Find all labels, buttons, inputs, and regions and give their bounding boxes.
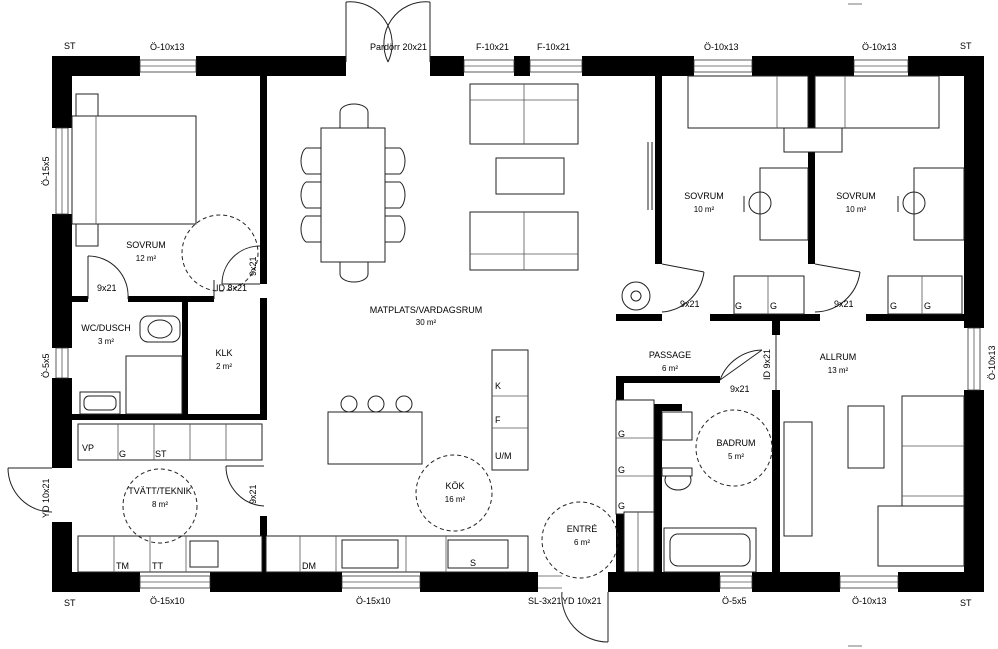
turning-circles xyxy=(122,214,773,579)
room-area: 12 m² xyxy=(136,254,157,263)
window-label: Ö-15x10 xyxy=(356,596,391,606)
room-area: 30 m² xyxy=(416,318,437,327)
wc-fixtures xyxy=(79,315,183,415)
room-name: BADRUM xyxy=(716,438,755,448)
fixture-labels: K F U/M VP G ST TM TT DM S G G G G G G G xyxy=(82,301,931,571)
sofas xyxy=(469,83,579,271)
room-name: ENTRÉ xyxy=(567,524,598,534)
fixture-label: G xyxy=(890,301,897,311)
door-label: 9x21 xyxy=(730,384,750,394)
corner-label: ST xyxy=(960,598,972,608)
window-label: Ö-15x10 xyxy=(150,596,185,606)
window-label: Ö-10x13 xyxy=(150,42,185,52)
fixture-label: TT xyxy=(152,561,163,571)
room-area: 10 m² xyxy=(694,205,715,214)
bedroom-furniture xyxy=(687,75,965,315)
fixture-label: G xyxy=(618,501,625,511)
room-area: 6 m² xyxy=(662,364,678,373)
room-area: 3 m² xyxy=(98,337,114,346)
room-area: 2 m² xyxy=(216,362,232,371)
fixture-label: G xyxy=(119,449,126,459)
room-name: SOVRUM xyxy=(684,191,724,201)
bathroom-fixtures xyxy=(615,399,757,573)
fixture-label: G xyxy=(618,465,625,475)
window-label: Ö-10x13 xyxy=(987,345,997,380)
window-label: F-10x21 xyxy=(537,42,570,52)
door-label: 9x21 xyxy=(97,283,117,293)
fixture-label: F xyxy=(495,415,501,425)
fixture-label: G xyxy=(618,429,625,439)
fixture-label: DM xyxy=(302,561,316,571)
room-name: SOVRUM xyxy=(836,191,876,201)
window-label: Ö-10x13 xyxy=(704,42,739,52)
door-label: 9x21 xyxy=(248,484,258,504)
fixture-label: K xyxy=(495,381,501,391)
door-label: 9x21 xyxy=(248,256,258,276)
fixture-label: G xyxy=(770,301,777,311)
kitchen-fixtures xyxy=(265,349,529,573)
door-label: 9x21 xyxy=(834,299,854,309)
opening-labels: Ö-10x13 Pardörr 20x21 F-10x21 F-10x21 Ö-… xyxy=(41,41,997,608)
fixture-label: U/M xyxy=(495,451,512,461)
windows xyxy=(55,59,981,589)
corner-label: ST xyxy=(64,41,76,51)
fixture-label: G xyxy=(735,301,742,311)
door-label: SL-3x21 xyxy=(528,596,562,606)
window-label: Ö-5x5 xyxy=(41,353,51,378)
room-name: KLK xyxy=(215,348,232,358)
bed-double xyxy=(71,93,197,247)
room-name: TVÄTT/TEKNIK xyxy=(128,486,192,496)
door-label: ID 9x21 xyxy=(762,349,772,380)
room-area: 8 m² xyxy=(152,500,168,509)
exterior-walls xyxy=(52,56,984,592)
fixture-label: TM xyxy=(116,561,129,571)
fixture-label: VP xyxy=(82,443,94,453)
room-area: 16 m² xyxy=(445,495,466,504)
fixture-label: ST xyxy=(155,449,167,459)
window-label: Ö-10x13 xyxy=(852,596,887,606)
room-name: WC/DUSCH xyxy=(81,323,131,333)
dining-table xyxy=(300,103,406,283)
door-label: YD 10x21 xyxy=(562,596,602,606)
doors xyxy=(7,1,861,643)
room-name: ALLRUM xyxy=(820,352,857,362)
room-name: SOVRUM xyxy=(126,240,166,250)
room-labels: SOVRUM 12 m² MATPLATS/VARDAGSRUM 30 m² S… xyxy=(81,191,876,547)
misc-fixtures xyxy=(621,142,653,311)
corner-label: ST xyxy=(64,598,76,608)
room-area: 10 m² xyxy=(846,205,867,214)
window-label: Ö-15x5 xyxy=(41,156,51,186)
door-label: ID 8x21 xyxy=(216,283,247,293)
living-fixtures xyxy=(783,395,965,567)
room-name: PASSAGE xyxy=(649,350,691,360)
fixture-label: S xyxy=(470,558,476,568)
room-name: KÖK xyxy=(445,481,464,491)
window-label: Ö-5x5 xyxy=(722,596,747,606)
door-label: YD 10x21 xyxy=(41,478,51,518)
window-label: F-10x21 xyxy=(476,42,509,52)
window-label: Ö-10x13 xyxy=(862,42,897,52)
room-area: 13 m² xyxy=(828,366,849,375)
room-area: 5 m² xyxy=(728,452,744,461)
fixture-label: G xyxy=(924,301,931,311)
door-label: 9x21 xyxy=(680,299,700,309)
corner-label: ST xyxy=(960,41,972,51)
door-label: Pardörr 20x21 xyxy=(370,42,427,52)
room-name: MATPLATS/VARDAGSRUM xyxy=(370,305,483,315)
laundry-fixtures xyxy=(77,423,263,573)
room-area: 6 m² xyxy=(574,538,590,547)
